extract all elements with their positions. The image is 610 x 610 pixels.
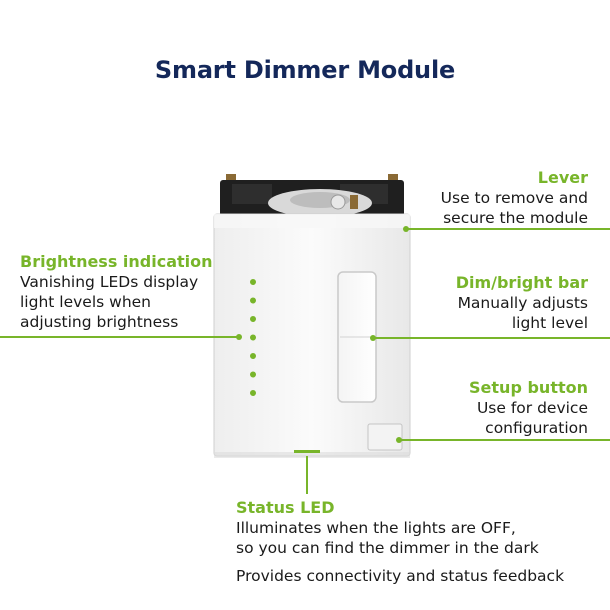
- status-led: [294, 450, 320, 453]
- dim-bar-leader-line: [373, 337, 610, 339]
- module-body: [213, 213, 411, 457]
- brightness-led: [250, 390, 256, 396]
- status-led-leader-line: [306, 456, 308, 494]
- setup-button-callout: Setup button Use for device configuratio…: [400, 378, 588, 438]
- brightness-led: [250, 316, 256, 322]
- brightness-leader-dot: [236, 334, 242, 340]
- brightness-led: [250, 279, 256, 285]
- lever-heading: Lever: [537, 168, 588, 187]
- brightness-callout: Brightness indication Vanishing LEDs dis…: [20, 252, 230, 332]
- brightness-led: [250, 334, 256, 341]
- dim-bar-heading: Dim/bright bar: [455, 273, 588, 292]
- lever-line-2: secure the module: [443, 209, 588, 227]
- dim-bar-line-2: light level: [511, 314, 588, 332]
- lever-line-1: Use to remove and: [440, 189, 588, 207]
- setup-button[interactable]: [367, 423, 403, 451]
- setup-button-line-2: configuration: [485, 419, 588, 437]
- brightness-leader-line: [0, 336, 240, 338]
- status-led-heading: Status LED: [236, 498, 335, 517]
- footer-text: Provides connectivity and status feedbac…: [236, 567, 565, 585]
- brightness-line-3: adjusting brightness: [20, 313, 179, 331]
- brightness-led: [250, 371, 256, 378]
- brightness-line-2: light levels when: [20, 293, 152, 311]
- dim-bar-leader-dot: [370, 335, 376, 341]
- setup-button-leader-line: [399, 439, 610, 441]
- setup-button-line-1: Use for device: [476, 399, 588, 417]
- page-title: Smart Dimmer Module: [154, 56, 456, 84]
- lever-callout: Lever Use to remove and secure the modul…: [360, 168, 588, 228]
- brightness-led-column: [250, 279, 256, 396]
- dim-bar-line-1: Manually adjusts: [457, 294, 588, 312]
- dim-bar-callout: Dim/bright bar Manually adjusts light le…: [380, 273, 588, 333]
- status-led-line-1: Illuminates when the lights are OFF,: [236, 519, 516, 537]
- lever-leader-dot: [403, 226, 409, 232]
- lever: [220, 174, 404, 217]
- brightness-led: [250, 297, 256, 304]
- status-led-callout: Status LED Illuminates when the lights a…: [236, 498, 596, 586]
- lever-leader-line: [406, 228, 610, 230]
- setup-button-heading: Setup button: [469, 378, 588, 397]
- setup-button-leader-dot: [396, 437, 402, 443]
- brightness-led: [250, 353, 256, 359]
- brightness-heading: Brightness indication: [20, 252, 213, 271]
- status-led-line-2: so you can find the dimmer in the dark: [236, 539, 539, 557]
- brightness-line-1: Vanishing LEDs display: [20, 273, 199, 291]
